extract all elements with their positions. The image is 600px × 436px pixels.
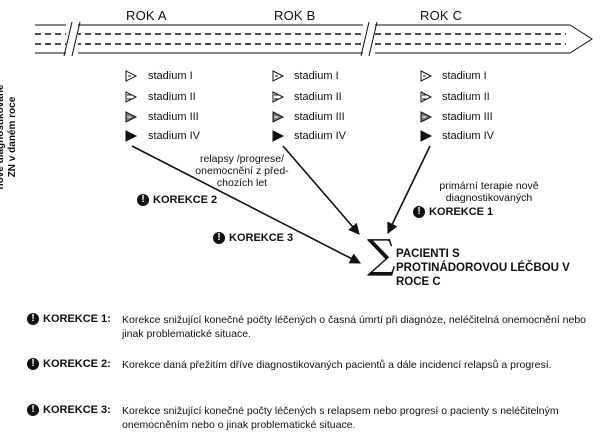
stage-i-icon xyxy=(125,70,138,82)
korekce-2-label: !KOREKCE 2 xyxy=(137,194,217,207)
legend-row-3: !KOREKCE 3: Korekce snižující konečné po… xyxy=(27,404,587,434)
stage-label-a-1: stadium I xyxy=(148,70,193,82)
year-label-a: ROK A xyxy=(126,8,167,23)
legend-text-2: Korekce daná přežitím dříve diagnostikov… xyxy=(122,359,552,371)
result-text: PACIENTI S PROTINÁDOROVOU LÉČBOU V ROCE … xyxy=(396,248,570,288)
legend-label-2: !KOREKCE 2: xyxy=(27,358,111,371)
korekce-3-label: !KOREKCE 3 xyxy=(213,232,293,245)
stage-label-c-1: stadium I xyxy=(442,70,487,82)
exclamation-icon: ! xyxy=(27,404,39,417)
timeline-break-1 xyxy=(63,21,81,57)
year-label-b: ROK B xyxy=(274,8,316,23)
stage-iv-icon xyxy=(272,130,285,142)
arrow-year-a-to-sum xyxy=(131,145,361,264)
stage-label-b-1: stadium I xyxy=(294,70,339,82)
legend-row-2: !KOREKCE 2: Korekce daná přežitím dříve … xyxy=(27,358,587,374)
stage-label-c-2: stadium II xyxy=(442,91,490,103)
stage-label-b-3: stadium III xyxy=(294,111,345,123)
exclamation-icon: ! xyxy=(27,358,39,371)
stage-label-a-4: stadium IV xyxy=(148,130,200,142)
stage-label-a-3: stadium III xyxy=(148,111,199,123)
stage-label-a-2: stadium II xyxy=(148,91,196,103)
stage-iv-icon xyxy=(125,130,138,142)
year-label-c: ROK C xyxy=(420,8,463,23)
arrow-year-c-to-sum xyxy=(387,145,431,235)
legend-text-3: Korekce snižující konečné počty léčených… xyxy=(122,405,559,431)
legend-label-3: !KOREKCE 3: xyxy=(27,404,111,417)
stage-label-b-2: stadium II xyxy=(294,91,342,103)
relapse-note: relapsy /progrese/ onemocnění z před- ch… xyxy=(195,153,289,189)
stage-label-b-4: stadium IV xyxy=(294,130,346,142)
stage-icons-c xyxy=(420,70,433,142)
stage-icons-a xyxy=(125,70,138,142)
stage-icons-b xyxy=(272,70,285,142)
stage-iii-icon xyxy=(272,111,285,123)
stage-iv-icon xyxy=(420,130,433,142)
stage-i-icon xyxy=(272,70,285,82)
timeline-arrow xyxy=(35,24,593,54)
timeline-break-2 xyxy=(360,21,378,57)
stage-iii-icon xyxy=(125,111,138,123)
arrow-year-b-to-sum xyxy=(282,145,360,235)
exclamation-icon: ! xyxy=(213,232,225,245)
korekce-1-label: !KOREKCE 1 xyxy=(413,206,493,219)
y-axis-label: nové diagnostikované ZN v daném roce xyxy=(0,84,18,190)
exclamation-icon: ! xyxy=(27,313,39,326)
stage-label-c-3: stadium III xyxy=(442,111,493,123)
legend-text-1: Korekce snižující konečné počty léčených… xyxy=(122,314,587,340)
exclamation-icon: ! xyxy=(413,206,425,219)
legend-row-1: !KOREKCE 1: Korekce snižující konečné po… xyxy=(27,313,587,343)
legend-label-1: !KOREKCE 1: xyxy=(27,313,111,326)
sum-symbol: ∑ xyxy=(367,232,396,278)
primary-therapy-note: primární terapie nově diagnostikovaných xyxy=(439,180,539,204)
stage-ii-icon xyxy=(420,91,433,103)
stage-ii-icon xyxy=(125,91,138,103)
stage-label-c-4: stadium IV xyxy=(442,130,494,142)
stage-iii-icon xyxy=(420,111,433,123)
stage-ii-icon xyxy=(272,91,285,103)
stage-i-icon xyxy=(420,70,433,82)
exclamation-icon: ! xyxy=(137,194,149,207)
